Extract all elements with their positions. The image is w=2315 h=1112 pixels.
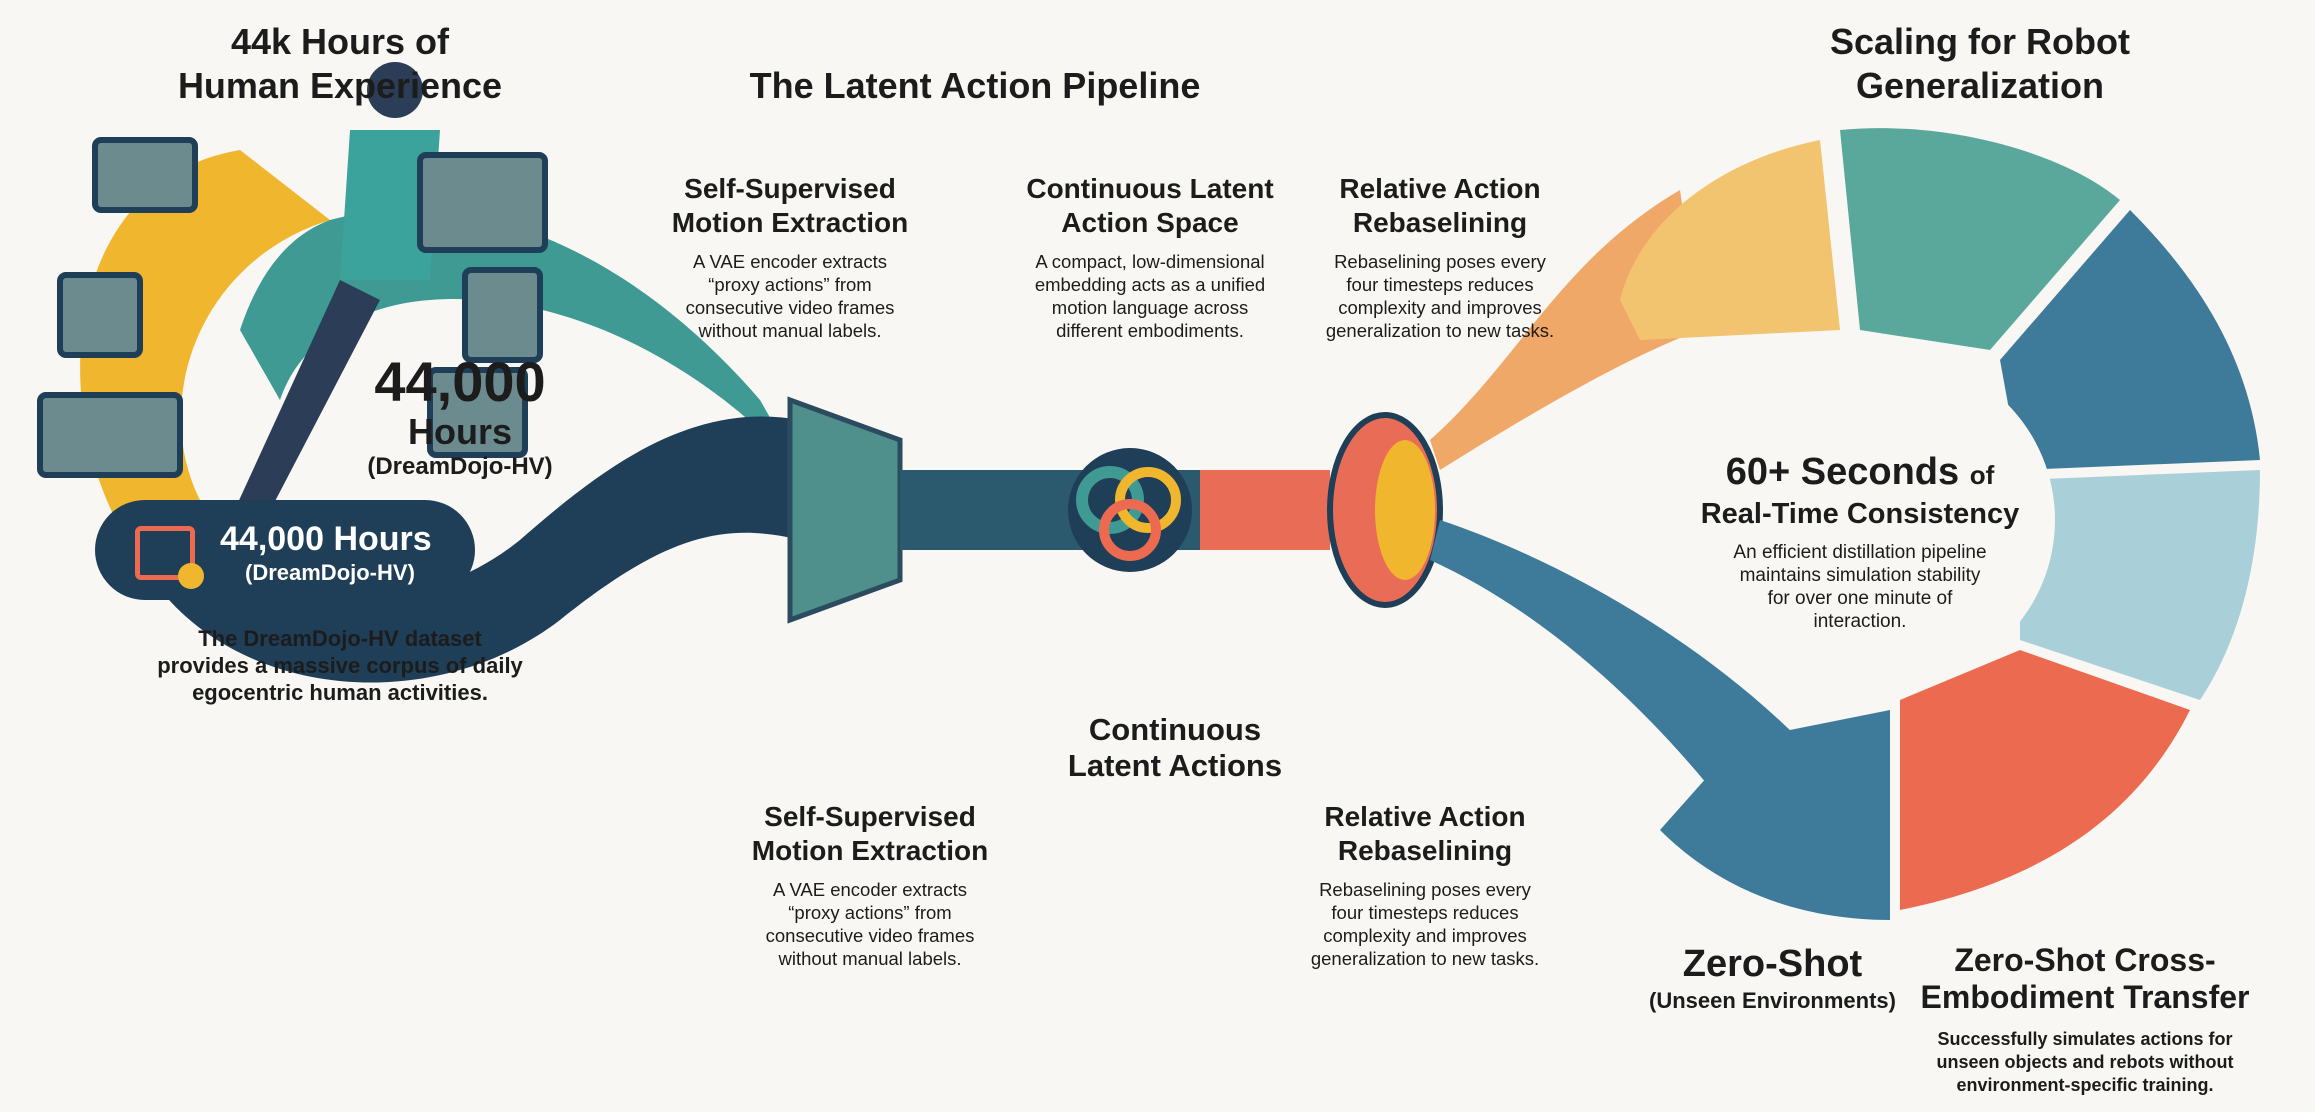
dataset-line: provides a massive corpus of daily [157, 653, 523, 678]
left-header-line: Human Experience [177, 65, 503, 106]
scene-delivery [2000, 210, 2260, 470]
step-body: A compact, low-dimensional [1035, 251, 1265, 272]
hours-stat: 44,000 Hours (DreamDojo-HV) [330, 352, 590, 482]
center-header: The Latent Action Pipeline [749, 65, 1201, 106]
scene-robot-box [1660, 710, 1890, 920]
hours-badge: 44,000 Hours (DreamDojo-HV) [95, 500, 475, 600]
step-body: Rebaselining poses every [1319, 879, 1531, 900]
step-body: “proxy actions” from [708, 274, 872, 295]
top-step-latent-space: Continuous Latent Action Space A compact… [1000, 172, 1300, 342]
step-body: Rebaselining poses every [1334, 251, 1546, 272]
step-body: “proxy actions” from [788, 902, 952, 923]
hours-unit: Hours [407, 411, 512, 452]
step-title: Relative Action [1339, 173, 1541, 204]
step-body: four timesteps reduces [1331, 902, 1519, 923]
left-header-line: 44k Hours of [230, 21, 450, 62]
cross-title: Zero-Shot Cross- [1954, 942, 2216, 978]
hours-source: (DreamDojo-HV) [367, 453, 553, 480]
right-header-line: Generalization [1855, 65, 2105, 106]
scene-office [2020, 470, 2260, 700]
step-body: without manual labels. [698, 320, 882, 341]
center-label-line: Continuous [1088, 712, 1262, 747]
consistency-block: 60+ Seconds of Real-Time Consistency An … [1660, 450, 2060, 633]
step-title: Rebaselining [1337, 835, 1513, 866]
step-body: four timesteps reduces [1346, 274, 1534, 295]
step-title: Relative Action [1324, 801, 1526, 832]
cross-title: Embodiment Transfer [1920, 979, 2250, 1015]
top-step-motion-extraction: Self-Supervised Motion Extraction A VAE … [650, 172, 930, 342]
consistency-value: 60+ Seconds [1725, 451, 1960, 493]
right-header-line: Scaling for Robot [1830, 21, 2130, 62]
step-body: generalization to new tasks. [1310, 948, 1540, 969]
dataset-line: egocentric human activities. [192, 680, 488, 705]
cross-embodiment-block: Zero-Shot Cross- Embodiment Transfer Suc… [1905, 942, 2265, 1097]
right-header: Scaling for Robot Generalization [1730, 20, 2230, 108]
step-body: A VAE encoder extracts [772, 879, 967, 900]
step-body: consecutive video frames [765, 925, 975, 946]
zero-shot-block: Zero-Shot (Unseen Environments) [1640, 942, 1905, 1016]
step-title: Self-Supervised [764, 801, 976, 832]
top-step-rebaselining: Relative Action Rebaselining Rebaselinin… [1290, 172, 1590, 342]
bottom-step-motion-extraction: Self-Supervised Motion Extraction A VAE … [720, 800, 1020, 970]
dataset-line: The DreamDojo-HV dataset [198, 626, 482, 651]
cross-body: Successfully simulates actions for [1937, 1029, 2233, 1049]
step-title: Rebaselining [1352, 207, 1528, 238]
funnel-encoder [787, 396, 903, 624]
left-header: 44k Hours of Human Experience [90, 20, 590, 108]
step-title: Motion Extraction [751, 835, 989, 866]
step-title: Self-Supervised [684, 173, 896, 204]
step-body: motion language across [1051, 297, 1249, 318]
scene-warehouse [1840, 128, 2120, 350]
dataset-description: The DreamDojo-HV dataset provides a mass… [90, 625, 590, 706]
consistency-body: interaction. [1813, 611, 1907, 632]
step-body: complexity and improves [1323, 925, 1527, 946]
cross-body: unseen objects and rebots without [1936, 1052, 2234, 1072]
video-frame [92, 137, 198, 213]
consistency-of: of [1969, 460, 1995, 490]
center-label-line: Latent Actions [1067, 748, 1283, 783]
consistency-body: An efficient distillation pipeline [1733, 542, 1987, 563]
center-label: Continuous Latent Actions [1000, 712, 1350, 784]
scene-arm [1900, 650, 2190, 910]
runner-figure [367, 62, 423, 118]
consistency-body: maintains simulation stability [1739, 565, 1981, 586]
zero-shot-subtitle: (Unseen Environments) [1649, 988, 1896, 1013]
video-clock-icon [135, 526, 204, 589]
hours-value: 44,000 [374, 350, 546, 413]
bottom-step-rebaselining: Relative Action Rebaselining Rebaselinin… [1275, 800, 1575, 970]
navy-band [140, 416, 800, 683]
zero-shot-title: Zero-Shot [1682, 943, 1863, 985]
consistency-body: for over one minute of [1767, 588, 1953, 609]
step-body: without manual labels. [778, 948, 962, 969]
step-title: Action Space [1061, 207, 1239, 238]
step-body: complexity and improves [1338, 297, 1542, 318]
badge-value: 44,000 Hours [220, 520, 432, 558]
step-body: consecutive video frames [685, 297, 895, 318]
step-body: different embodiments. [1056, 320, 1244, 341]
step-body: generalization to new tasks. [1325, 320, 1555, 341]
scene-kitchen [1620, 140, 1840, 340]
cross-body: environment-specific training. [1956, 1075, 2214, 1095]
step-title: Motion Extraction [671, 207, 909, 238]
step-title: Continuous Latent [1026, 173, 1274, 204]
badge-source: (DreamDojo-HV) [245, 560, 415, 585]
step-body: A VAE encoder extracts [692, 251, 887, 272]
step-body: embedding acts as a unified [1034, 274, 1266, 295]
consistency-title: Real-Time Consistency [1700, 498, 2020, 530]
